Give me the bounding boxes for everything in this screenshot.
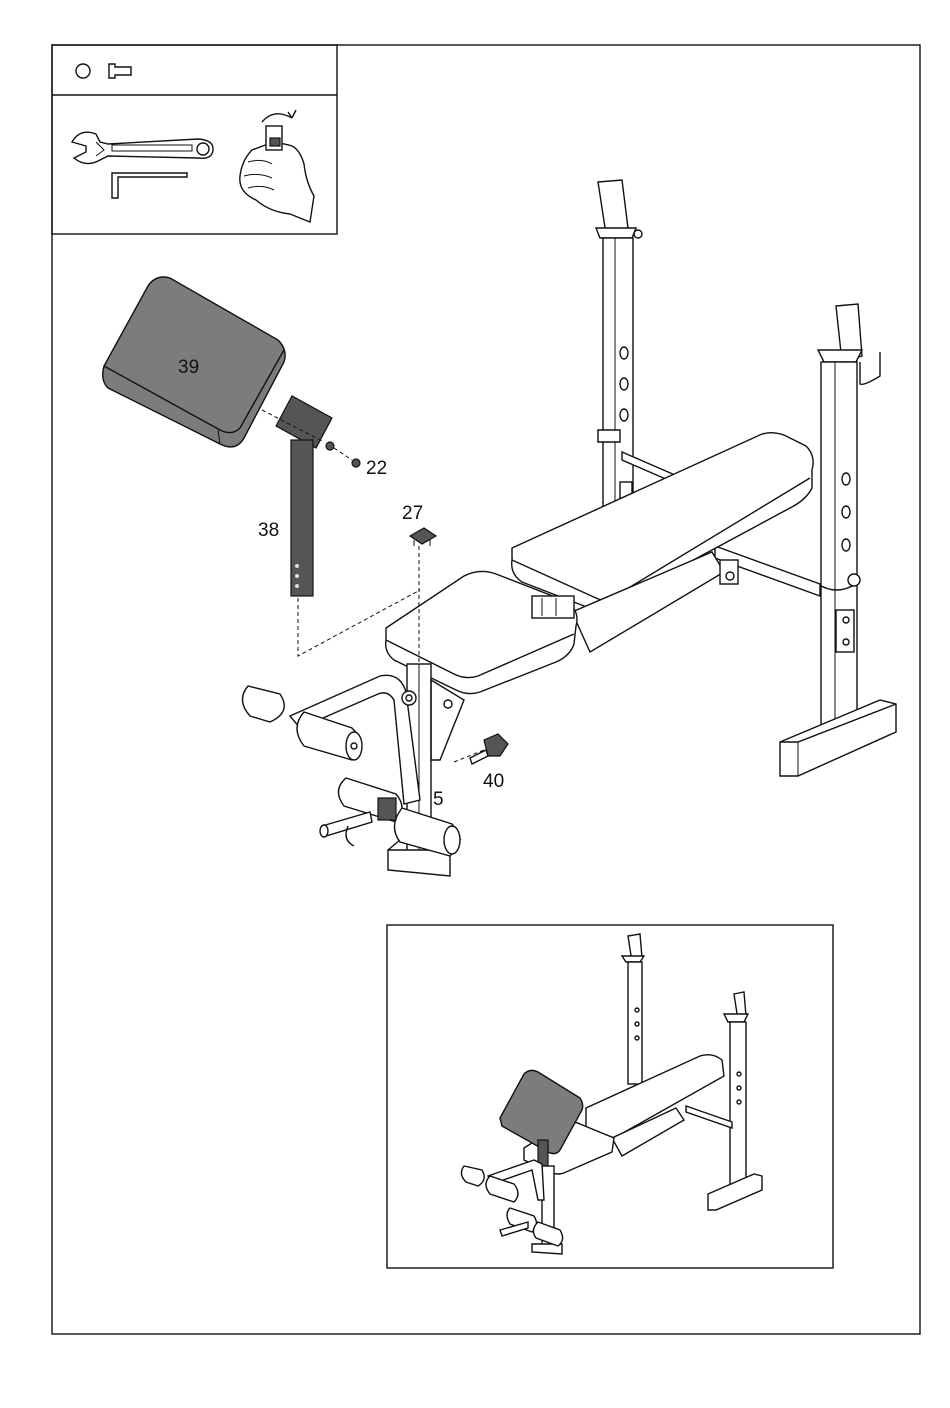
hand-tighten-icon — [240, 110, 314, 222]
label-39: 39 — [178, 357, 199, 378]
screw-22 — [326, 442, 360, 467]
bolt-icon — [109, 64, 131, 78]
allen-key-icon — [112, 173, 187, 198]
label-27: 27 — [402, 503, 423, 524]
right-upright — [780, 304, 896, 776]
label-38: 38 — [258, 520, 279, 541]
adjustment-knob-40 — [454, 734, 508, 764]
adjustable-wrench-icon — [72, 132, 213, 163]
assembled-inset — [387, 925, 833, 1268]
tools-box — [52, 45, 337, 234]
preacher-post — [262, 396, 332, 596]
washer-icon — [76, 64, 90, 78]
label-40: 40 — [483, 771, 504, 792]
label-22: 22 — [366, 458, 387, 479]
label-5: 5 — [433, 789, 444, 810]
